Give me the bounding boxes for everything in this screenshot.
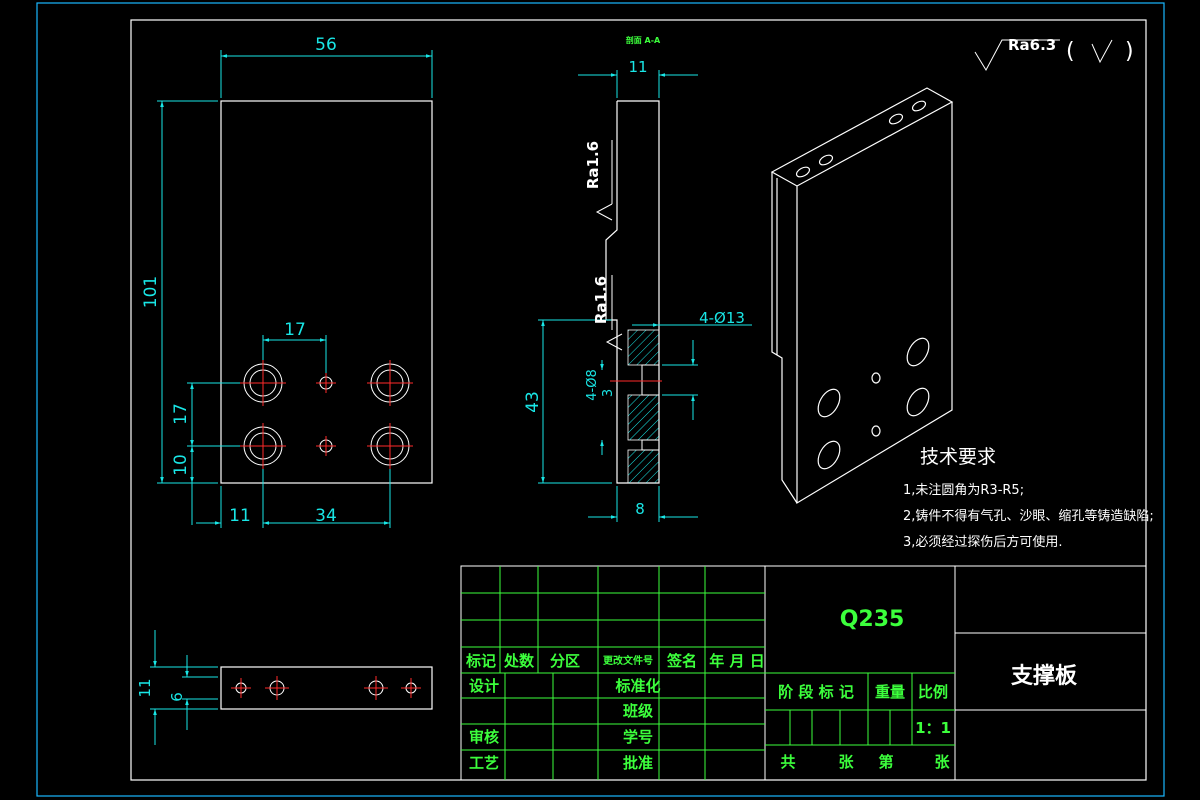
tech-item-3: 3,必须经过探伤后方可使用.: [903, 534, 1063, 550]
label-class: 班级: [623, 702, 654, 720]
dim-bottom-width: 8: [635, 500, 645, 518]
roughness-paren-open: (: [1066, 39, 1075, 64]
header-zone: 分区: [550, 652, 580, 670]
dim-height: 101: [141, 276, 161, 308]
dim-span: 34: [315, 506, 337, 526]
section-view: 剖面 A-A 11 4-Ø13 43 4: [523, 35, 752, 522]
bottom-view: 11 6: [136, 630, 433, 745]
dim-thickness: 11: [628, 58, 647, 76]
section-hole-lines: [641, 364, 660, 451]
title-block: [460, 565, 1147, 781]
dim-bottom-total: 11: [136, 678, 154, 697]
isometric-view: [770, 87, 954, 505]
label-weight: 重量: [875, 683, 905, 701]
label-page: 第: [878, 753, 893, 771]
tech-item-1: 1,未注圆角为R3-R5;: [903, 483, 1024, 498]
roughness-paren-close: ): [1125, 39, 1134, 64]
front-dimension-lines: [157, 50, 433, 528]
header-date: 年 月 日: [709, 652, 764, 670]
label-review: 审核: [469, 728, 499, 746]
dim-width: 56: [315, 35, 337, 55]
roughness-symbol-face1: [595, 140, 613, 221]
label-sheets: 张: [838, 753, 854, 771]
section-dimension-lines: [538, 70, 752, 522]
tech-item-2: 2,铸件不得有气孔、沙眼、缩孔等铸造缺陷;: [903, 508, 1154, 524]
header-change-doc: 更改文件号: [603, 654, 653, 667]
bottom-view-holes: [235, 680, 417, 696]
roughness-general: Ra6.3: [1008, 36, 1056, 54]
label-student-id: 学号: [623, 728, 653, 746]
bottom-dimension-lines: [150, 630, 218, 745]
roughness-face2: Ra1.6: [592, 276, 610, 324]
dim-row-pitch: 17: [171, 403, 191, 425]
center-marks: [240, 360, 413, 469]
label-sheet: 张: [934, 753, 950, 771]
section-label: 剖面 A-A: [626, 35, 661, 45]
dim-hole-pitch: 17: [284, 320, 306, 340]
roughness-general-symbol: [974, 39, 1113, 72]
label-scale: 比例: [918, 683, 948, 701]
label-design: 设计: [469, 677, 499, 695]
label-process: 工艺: [469, 754, 499, 772]
tech-requirements: 技术要求 1,未注圆角为R3-R5; 2,铸件不得有气孔、沙眼、缩孔等铸造缺陷;…: [903, 446, 1154, 550]
label-approve: 批准: [623, 754, 653, 772]
label-stage-mark: 阶 段 标 记: [778, 683, 854, 701]
dim-bottom-half: 6: [168, 692, 186, 702]
section-hatch-lower: [627, 449, 660, 484]
section-outline: [605, 100, 660, 484]
dim-section-height: 43: [523, 391, 543, 413]
front-view: 56 101 17 17 10 11 34: [141, 35, 433, 528]
bottom-center-marks: [231, 676, 421, 700]
section-hatch-middle: [627, 394, 660, 441]
tech-title: 技术要求: [920, 446, 996, 468]
material: Q235: [840, 607, 905, 632]
part-name: 支撑板: [1011, 664, 1078, 689]
outer-frame: [36, 2, 1165, 797]
section-hatch-upper: [627, 329, 660, 366]
header-mark: 标记: [465, 652, 496, 670]
front-view-outline: [220, 100, 433, 484]
label-total: 共: [780, 753, 795, 771]
bottom-view-outline: [220, 666, 433, 710]
dim-left-offset: 11: [229, 506, 251, 526]
label-standardize: 标准化: [614, 677, 660, 695]
roughness-symbol-face2: [605, 275, 623, 351]
dim-bottom-row: 10: [171, 454, 191, 476]
dim-small-hole: 4-Ø8: [585, 369, 600, 400]
dim-hole-label: 4-Ø13: [699, 309, 745, 327]
dim-small-depth: 3: [601, 389, 616, 397]
header-signature: 签名: [666, 652, 697, 670]
header-count: 处数: [503, 652, 535, 670]
scale-value: 1：1: [915, 719, 951, 737]
roughness-face1: Ra1.6: [584, 141, 602, 189]
